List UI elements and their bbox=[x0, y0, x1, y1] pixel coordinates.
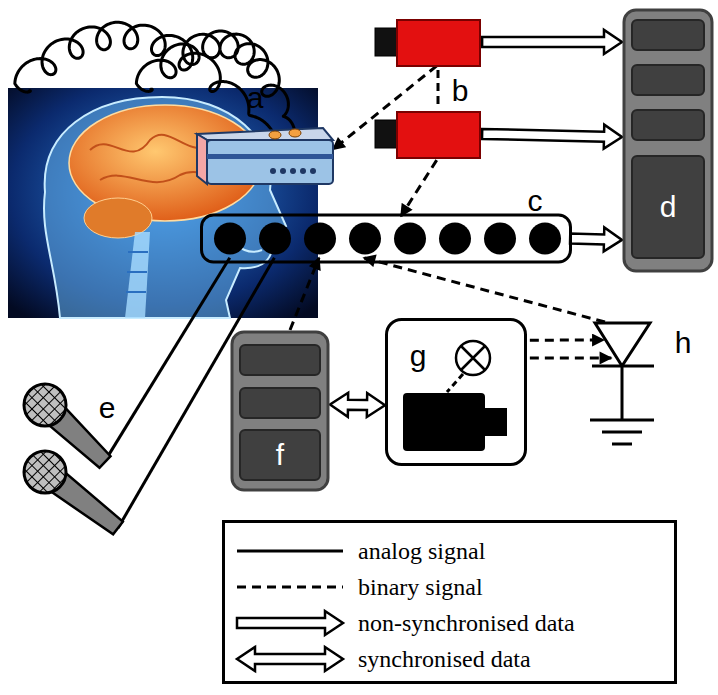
callout-letter: f bbox=[240, 430, 320, 480]
data-arrow bbox=[570, 227, 622, 251]
legend-row: binary signal bbox=[225, 569, 674, 605]
legend-row: analog signal bbox=[225, 533, 674, 569]
callout-letter: e bbox=[93, 388, 121, 428]
data-arrow bbox=[482, 30, 622, 54]
amplifier-device-shape bbox=[195, 78, 335, 188]
callout-letter: a bbox=[240, 78, 270, 118]
input-strip-shape bbox=[200, 185, 572, 265]
data-arrow bbox=[482, 125, 622, 149]
callout-letter: b bbox=[445, 73, 475, 109]
legend-text: analog signal bbox=[358, 538, 485, 565]
binary-signal bbox=[530, 339, 604, 342]
data-arrow bbox=[330, 393, 385, 417]
recording-computer: d bbox=[622, 8, 714, 273]
binary-signal bbox=[290, 258, 319, 330]
legend-row: non-synchronised data bbox=[225, 605, 674, 641]
legend-sample bbox=[225, 572, 350, 602]
legend-row: synchronised data bbox=[225, 641, 674, 677]
callout-letter: c bbox=[520, 185, 550, 217]
microphones: e bbox=[15, 380, 127, 540]
coiled-cable bbox=[136, 31, 295, 133]
legend-sample bbox=[225, 536, 350, 566]
binary-signal bbox=[530, 356, 611, 359]
legend-text: non-synchronised data bbox=[358, 610, 575, 637]
amplifier-device: a bbox=[195, 78, 335, 188]
callout-letter: h bbox=[668, 323, 698, 363]
stimulus-unit: g bbox=[385, 318, 527, 466]
legend: analog signal binary signal non-synchronis… bbox=[222, 520, 677, 684]
electrode-cables bbox=[15, 22, 295, 135]
legend-text: binary signal bbox=[358, 574, 483, 601]
recording-computer-shape bbox=[622, 8, 714, 273]
callout-letter: g bbox=[403, 336, 433, 376]
analog-signal bbox=[105, 258, 230, 462]
stimulus-computer: f bbox=[230, 330, 330, 492]
stimulus-unit-shape bbox=[385, 318, 527, 466]
legend-sample bbox=[225, 644, 350, 674]
head-picture bbox=[8, 88, 318, 318]
photodiode: h bbox=[580, 318, 705, 453]
binary-signal bbox=[364, 258, 605, 322]
input-strip: c bbox=[200, 185, 572, 265]
camera-pair: b bbox=[370, 18, 485, 163]
binary-signal bbox=[401, 160, 437, 216]
legend-text: synchronised data bbox=[358, 646, 531, 673]
callout-letter: d bbox=[632, 156, 704, 258]
legend-sample bbox=[225, 608, 350, 638]
